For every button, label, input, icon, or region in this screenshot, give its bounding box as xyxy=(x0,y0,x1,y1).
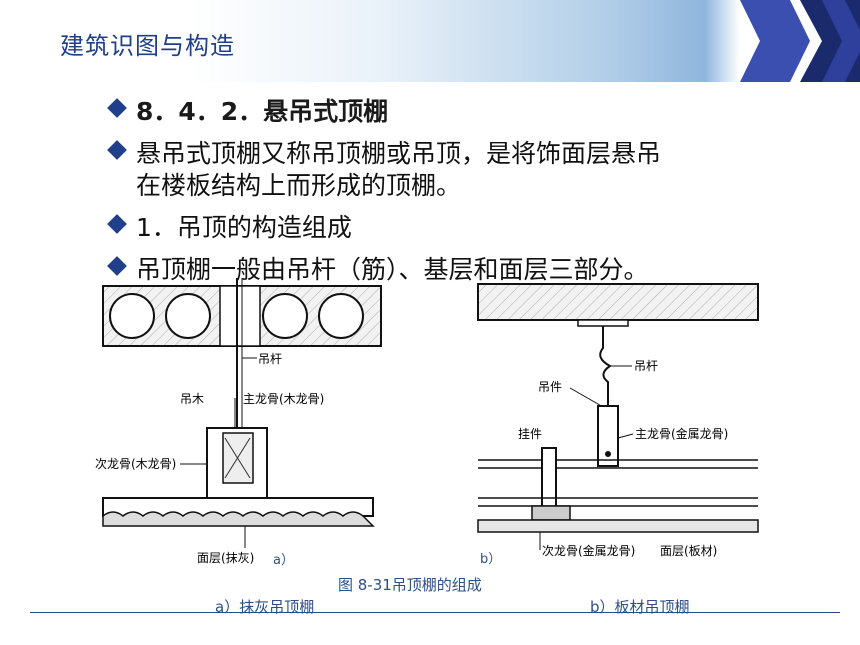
paragraph-line-2: 在楼板结构上而形成的顶棚。 xyxy=(136,171,462,200)
bullet-diamond-icon xyxy=(107,256,127,276)
footer-rule xyxy=(30,612,840,613)
anchor-plate xyxy=(577,319,629,327)
chevron-shape-3 xyxy=(822,0,860,82)
label-mianceng: 面层(板材) xyxy=(660,544,717,558)
connector xyxy=(541,447,557,509)
figure-a-tag: a） xyxy=(273,553,294,568)
hanger-rod xyxy=(599,326,612,408)
leader-line xyxy=(617,433,634,439)
slab-hole xyxy=(109,293,155,339)
label-cilonggu: 次龙骨(木龙骨) xyxy=(95,457,176,471)
subcaption-a: a）抹灰吊顶棚 xyxy=(215,598,315,616)
label-diaojian: 吊件 xyxy=(538,380,562,394)
page-title: 建筑识图与构造 xyxy=(60,32,235,60)
figure-a-diagram: 吊杆 吊木 主龙骨(木龙骨) 次龙骨(木龙骨) 面层(抹灰) a） xyxy=(95,278,382,568)
bullet-diamond-icon xyxy=(107,140,127,160)
section-heading: 8．4．2．悬吊式顶棚 xyxy=(136,97,389,126)
bullet-diamond-icon xyxy=(107,98,127,118)
composition-text: 吊顶棚一般由吊杆（筋）、基层和面层三部分。 xyxy=(136,255,649,284)
leader-line xyxy=(569,387,606,409)
label-zhulonggu: 主龙骨(木龙骨) xyxy=(243,392,324,406)
slab-gap xyxy=(219,285,261,347)
label-guajian: 挂件 xyxy=(518,427,542,441)
slab-hole xyxy=(318,293,364,339)
label-zhulonggu: 主龙骨(金属龙骨) xyxy=(635,426,728,441)
figure-caption: 图 8-31吊顶棚的组成 xyxy=(338,576,482,594)
figure-b-diagram: 吊杆 吊件 主龙骨(金属龙骨) 挂件 次龙骨(金属龙骨) 面层(板材) b） xyxy=(477,283,759,567)
subsection-heading: 1．吊顶的构造组成 xyxy=(136,213,352,242)
label-cilonggu: 次龙骨(金属龙骨) xyxy=(542,543,635,558)
subcaption-b: b）板材吊顶棚 xyxy=(590,598,690,616)
slab-hatch xyxy=(478,284,758,320)
figure-b-tag: b） xyxy=(480,552,501,567)
bullet-diamond-icon xyxy=(107,214,127,234)
plaster-layer xyxy=(102,511,375,527)
label-diaogan: 吊杆 xyxy=(634,359,658,373)
joist-detail xyxy=(224,437,251,479)
label-diaomu: 吊木 xyxy=(180,392,204,406)
slab-hole xyxy=(262,293,308,339)
label-diaogan: 吊杆 xyxy=(258,352,282,366)
header-band xyxy=(0,0,860,82)
label-mianceng: 面层(抹灰) xyxy=(197,551,254,565)
board-panel xyxy=(477,519,759,533)
hanger-bolt xyxy=(605,451,611,457)
chevron-shape-1 xyxy=(740,0,810,82)
hanger-part xyxy=(597,405,619,467)
chevron-decoration xyxy=(740,0,860,82)
metal-joist xyxy=(531,505,571,521)
paragraph-line-1: 悬吊式顶棚又称吊顶棚或吊顶，是将饰面层悬吊 xyxy=(136,139,662,168)
slab-hole xyxy=(165,293,211,339)
